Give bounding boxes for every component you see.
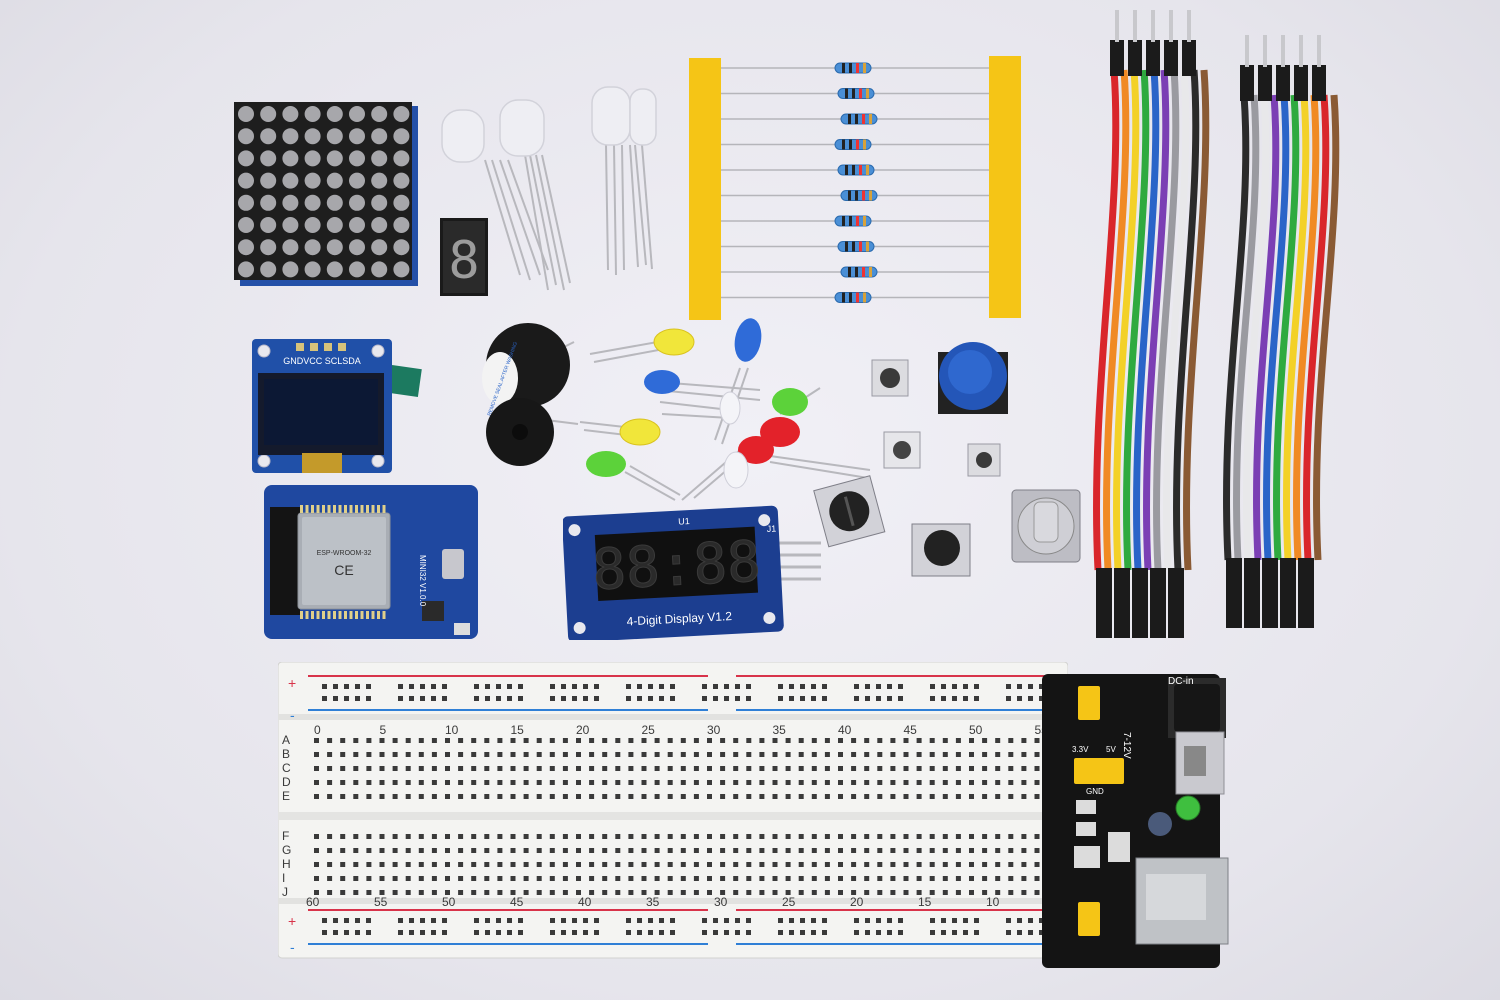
bb-column-number: 20: [850, 895, 864, 909]
bb-column-number: 40: [578, 895, 592, 909]
bb-row-letter: G: [282, 843, 291, 857]
voltage-range-label: 7-12V: [1121, 732, 1132, 759]
bb-column-number: 10: [986, 895, 1000, 909]
bb-column-number: 35: [773, 723, 787, 737]
buzzers: REMOVE SEAL AFTER WASHING: [470, 320, 580, 470]
jumper-wires-bundle-left: [1080, 0, 1210, 650]
bb-column-number: 25: [782, 895, 796, 909]
resistor-strip: [685, 52, 1025, 324]
gnd-label: GND: [1086, 787, 1104, 796]
svg-text:CE: CE: [334, 562, 353, 578]
bb-minus-top: -: [290, 707, 295, 723]
bb-row-letter: D: [282, 775, 291, 789]
bb-plus-bottom: +: [288, 913, 296, 929]
display-u1-label: U1: [678, 516, 690, 527]
display-module-title: 4-Digit Display V1.2: [626, 609, 732, 629]
bb-row-letter: C: [282, 761, 291, 775]
bb-column-number: 25: [642, 723, 656, 737]
bb-column-number: 30: [714, 895, 728, 909]
dc-in-label: DC-in: [1168, 676, 1194, 687]
esp32-module-label: ESP-WROOM-32: [317, 550, 372, 557]
bb-column-number: 35: [646, 895, 660, 909]
bb-column-number: 50: [969, 723, 983, 737]
bb-minus-bottom: -: [290, 939, 295, 955]
esp32-board-label: MINI32 V1.0.0: [418, 555, 427, 607]
bb-column-number: 45: [510, 895, 524, 909]
seven-segment-display: 8: [440, 218, 488, 296]
v5-label: 5V: [1106, 745, 1116, 754]
esp32-mini-board: ESP-WROOM-32 CE MINI32 V1.0.0: [262, 483, 482, 643]
bb-column-number: 15: [511, 723, 525, 737]
led-matrix-graphic: [234, 102, 418, 286]
bb-column-number: 30: [707, 723, 721, 737]
bb-column-number: 40: [838, 723, 852, 737]
bb-row-letter: I: [282, 871, 285, 885]
bb-column-number: 15: [918, 895, 932, 909]
bb-row-letter: F: [282, 829, 289, 843]
bb-column-number: 55: [374, 895, 388, 909]
oled-display-module: GNDVCC SCLSDA: [250, 337, 425, 477]
bb-column-number: 10: [445, 723, 459, 737]
seven-segment-digit: 8: [448, 231, 479, 291]
bb-column-number: 60: [306, 895, 320, 909]
bb-column-number: 45: [904, 723, 918, 737]
bb-row-letter: A: [282, 733, 290, 747]
bb-column-number: 20: [576, 723, 590, 737]
led-matrix-module: [232, 100, 422, 290]
bb-row-letter: H: [282, 857, 291, 871]
bb-column-number: 50: [442, 895, 456, 909]
v33-label: 3.3V: [1072, 745, 1089, 754]
jumper-wires-bundle-right: [1210, 25, 1340, 640]
bb-column-number: 5: [380, 723, 387, 737]
four-digit-display-module: 88:88 4-Digit Display V1.2 U1 J1: [563, 505, 825, 640]
display-j1-label: J1: [766, 524, 776, 534]
oled-pin-labels: GNDVCC SCLSDA: [283, 356, 361, 366]
bb-row-letter: B: [282, 747, 290, 761]
push-buttons-and-potentiometers: [810, 340, 1090, 590]
bb-row-letter: J: [282, 885, 288, 899]
bb-plus-top: +: [288, 675, 296, 691]
breadboard-power-module: DC-in 7-12V 3.3V 5V GND: [1038, 672, 1230, 972]
bb-row-letter: E: [282, 789, 290, 803]
four-digit-readout: 88:88: [591, 529, 763, 603]
loose-leds: [570, 310, 880, 510]
bb-column-number: 0: [314, 723, 321, 737]
rgb-leds: [430, 85, 680, 295]
